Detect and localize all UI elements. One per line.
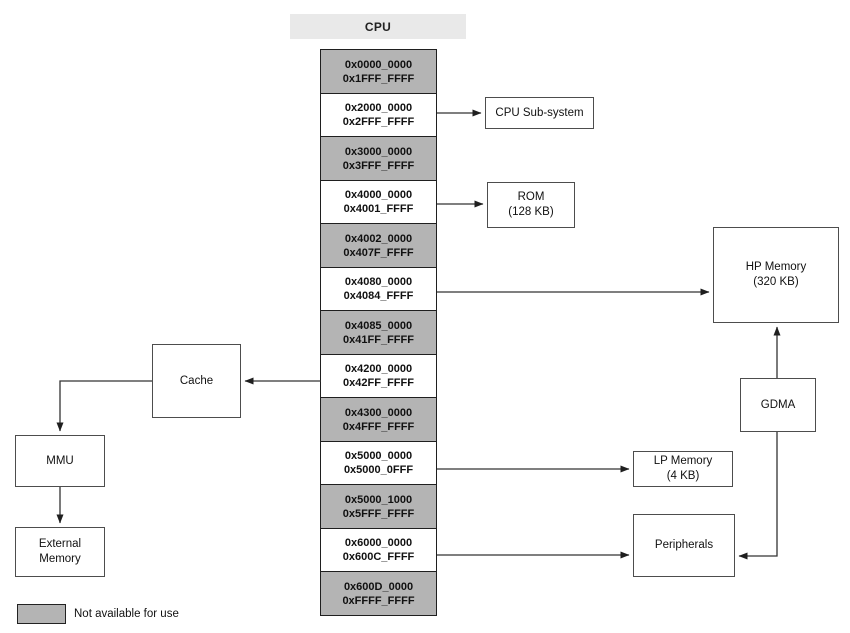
- peripherals-box: Peripherals: [633, 514, 735, 577]
- cpu-header: CPU: [290, 14, 466, 39]
- peripherals-label: Peripherals: [654, 539, 714, 551]
- legend-label: Not available for use: [74, 608, 179, 620]
- external-memory-box: External Memory: [15, 527, 105, 577]
- region-end-address: 0x3FFF_FFFF: [342, 159, 415, 172]
- region-start-address: 0x4000_0000: [344, 189, 413, 201]
- region-start-address: 0x0000_0000: [344, 58, 413, 71]
- gdma-label: GDMA: [760, 398, 796, 411]
- region-end-address: 0x407F_FFFF: [343, 246, 414, 259]
- arrow-cache-to-mmu: [56, 380, 152, 432]
- region-start-address: 0x600D_0000: [343, 580, 414, 593]
- memory-region-row: 0x6000_0000 0x600C_FFFF: [320, 527, 437, 573]
- cache-label: Cache: [179, 374, 214, 387]
- gdma-box: GDMA: [740, 378, 816, 432]
- region-end-address: 0xFFFF_FFFF: [342, 594, 415, 607]
- lp-memory-box: LP Memory (4 KB): [633, 451, 733, 487]
- hp-memory-label: HP Memory: [745, 261, 807, 273]
- rom-box: ROM (128 KB): [487, 182, 575, 228]
- region-start-address: 0x5000_0000: [344, 450, 413, 462]
- memory-region-row: 0x2000_0000 0x2FFF_FFFF: [320, 92, 437, 138]
- memory-region-row: 0x4200_0000 0x42FF_FFFF: [320, 353, 437, 399]
- region-start-address: 0x4300_0000: [344, 406, 413, 419]
- region-end-address: 0x600C_FFFF: [342, 551, 415, 563]
- region-start-address: 0x3000_0000: [344, 145, 413, 158]
- region-end-address: 0x4084_FFFF: [343, 290, 414, 302]
- arrow-gdma-to-peripherals: [738, 432, 778, 560]
- region-end-address: 0x42FF_FFFF: [343, 377, 414, 389]
- legend-unavailable-swatch: [17, 604, 66, 624]
- region-start-address: 0x6000_0000: [344, 537, 413, 549]
- region-end-address: 0x2FFF_FFFF: [342, 116, 415, 128]
- region-end-address: 0x5000_0FFF: [343, 464, 414, 476]
- cpu-header-label: CPU: [364, 19, 392, 34]
- lp-memory-size: (4 KB): [666, 470, 700, 482]
- memory-region-row: 0x5000_0000 0x5000_0FFF: [320, 440, 437, 486]
- cache-box: Cache: [152, 344, 241, 418]
- region-start-address: 0x4002_0000: [344, 232, 413, 245]
- mmu-label: MMU: [46, 454, 74, 467]
- region-start-address: 0x4085_0000: [344, 319, 413, 332]
- legend: Not available for use: [17, 604, 179, 624]
- region-end-address: 0x1FFF_FFFF: [342, 72, 415, 85]
- external-memory-label: External Memory: [38, 538, 82, 565]
- rom-size: (128 KB): [508, 206, 554, 218]
- region-start-address: 0x4200_0000: [344, 363, 413, 375]
- region-end-address: 0x4FFF_FFFF: [342, 420, 415, 433]
- hp-memory-size: (320 KB): [753, 276, 799, 288]
- cpu-subsystem-box: CPU Sub-system: [485, 97, 594, 129]
- hp-memory-box: HP Memory (320 KB): [713, 227, 839, 323]
- mmu-box: MMU: [15, 435, 105, 487]
- region-start-address: 0x5000_1000: [344, 493, 413, 506]
- rom-label: ROM: [517, 191, 545, 203]
- region-end-address: 0x41FF_FFFF: [343, 333, 414, 346]
- lp-memory-label: LP Memory: [653, 455, 713, 467]
- memory-region-row: 0x4000_0000 0x4001_FFFF: [320, 179, 437, 225]
- region-end-address: 0x5FFF_FFFF: [342, 507, 415, 520]
- region-start-address: 0x2000_0000: [344, 102, 413, 114]
- cpu-subsystem-label: CPU Sub-system: [495, 106, 584, 119]
- memory-region-row: 0x4080_0000 0x4084_FFFF: [320, 266, 437, 312]
- region-start-address: 0x4080_0000: [344, 276, 413, 288]
- region-end-address: 0x4001_FFFF: [343, 203, 414, 215]
